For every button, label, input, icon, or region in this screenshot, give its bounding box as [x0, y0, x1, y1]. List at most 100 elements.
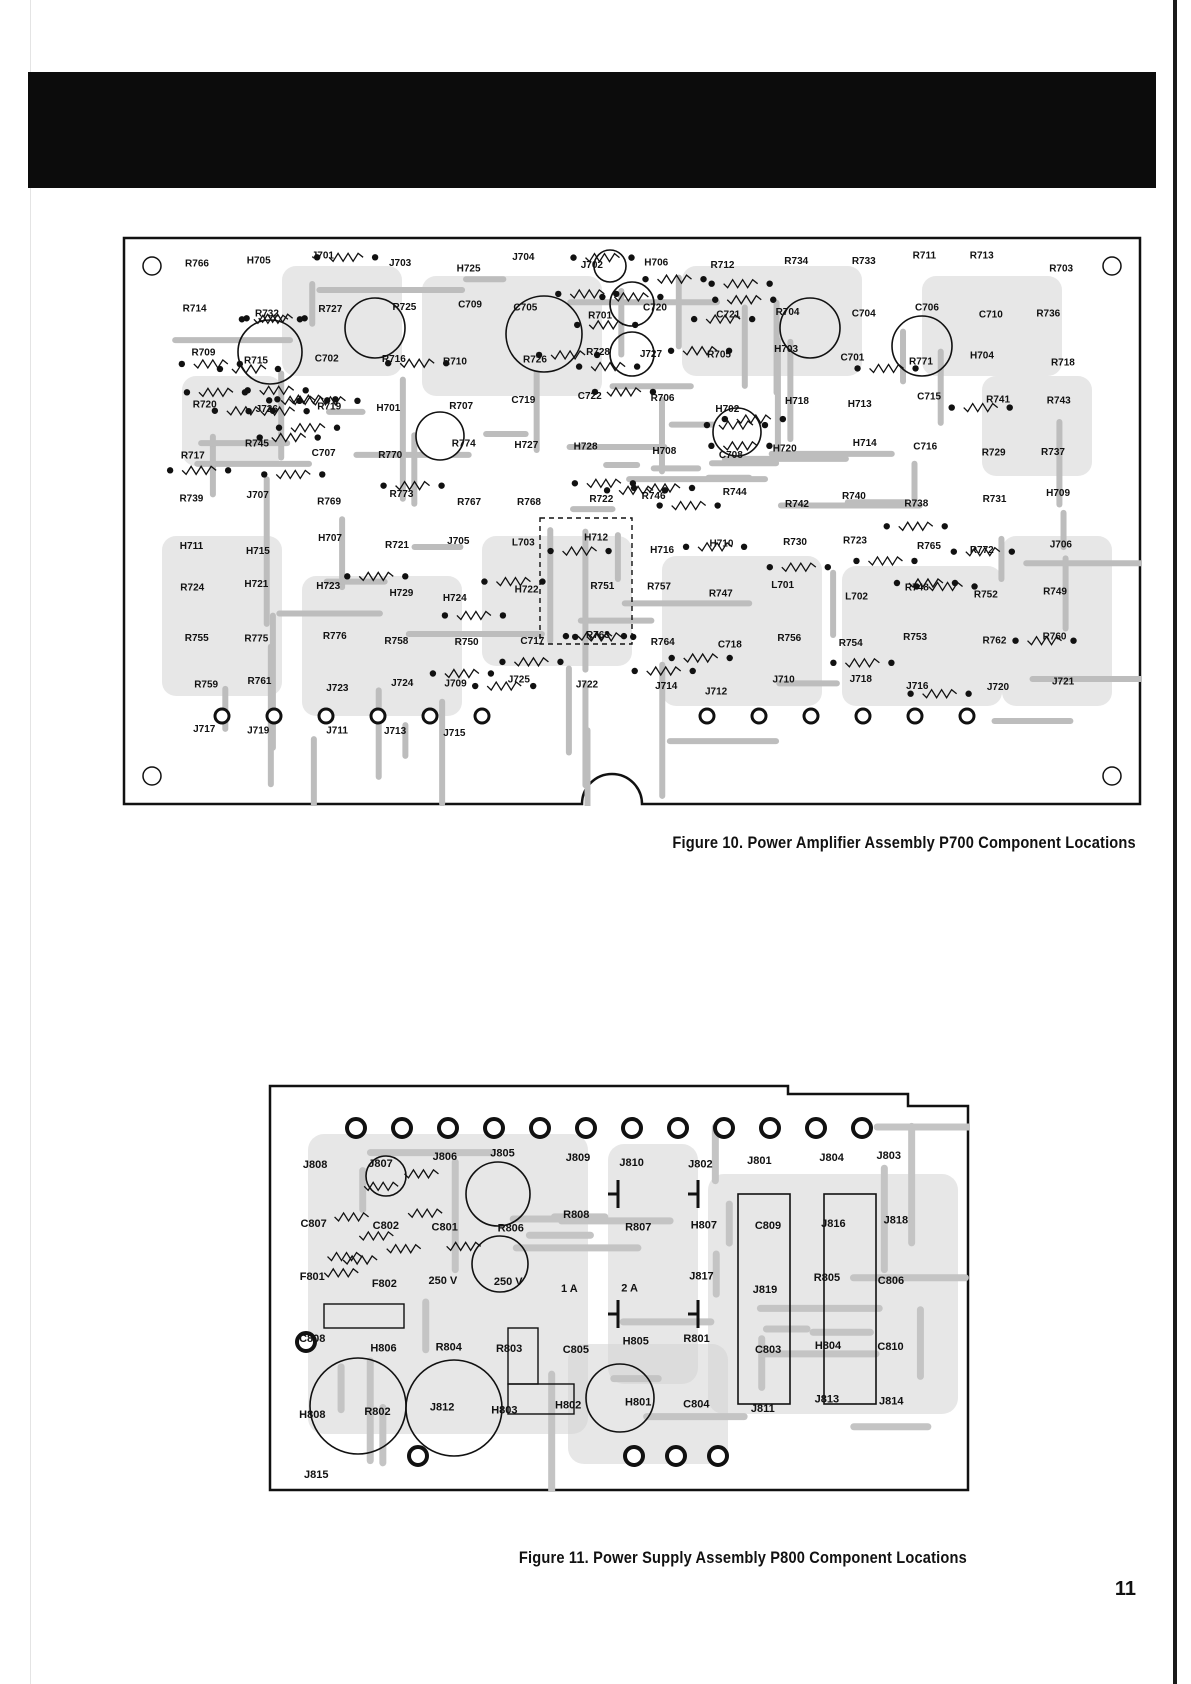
solder-pad — [575, 363, 583, 370]
component-label: F801 — [300, 1271, 325, 1283]
solder-pad — [629, 633, 637, 641]
component-label: R727 — [318, 304, 342, 315]
resistor-symbol — [928, 581, 963, 592]
solder-pad — [830, 659, 837, 667]
resistor-symbol — [657, 273, 692, 285]
resistor-symbol — [588, 319, 624, 331]
component-label: H701 — [376, 403, 400, 414]
solder-pad — [224, 467, 232, 474]
copper-area — [842, 566, 1002, 706]
component-label: H718 — [785, 396, 809, 407]
jack-pad — [621, 1117, 643, 1139]
component-label: C709 — [458, 299, 482, 310]
solder-pad — [688, 484, 696, 492]
resistor-symbol — [275, 469, 311, 480]
resistor-symbol — [1027, 635, 1062, 646]
component-label: J718 — [850, 674, 873, 685]
solder-pad — [766, 280, 773, 287]
jack-pad — [750, 707, 768, 725]
component-outline — [323, 1303, 405, 1329]
solder-pad — [562, 632, 570, 640]
resistor-symbol — [586, 478, 622, 489]
component-label: R805 — [814, 1272, 840, 1284]
component-label: C809 — [755, 1220, 781, 1232]
component-label: R722 — [589, 494, 613, 505]
jack-pad — [317, 707, 335, 725]
component-label: C720 — [643, 303, 667, 314]
component-label: H702 — [715, 404, 739, 415]
component-label: R715 — [244, 356, 268, 367]
solder-pad — [487, 670, 495, 677]
component-label: R760 — [1043, 632, 1067, 643]
component-label: R768 — [517, 497, 541, 508]
component-label: L701 — [771, 580, 794, 591]
solder-pad — [591, 388, 599, 396]
component-label: R707 — [449, 401, 473, 412]
component-label: R709 — [192, 347, 216, 358]
capacitor-body — [779, 297, 841, 359]
jack-pad — [906, 707, 924, 725]
component-label: R756 — [777, 633, 801, 644]
component-label: C710 — [979, 309, 1003, 320]
component-outline — [507, 1327, 539, 1385]
solder-pad — [296, 316, 304, 323]
component-label: J714 — [655, 681, 678, 692]
component-label: R706 — [651, 393, 675, 404]
header-band — [28, 72, 1156, 188]
solder-pad — [274, 396, 281, 403]
component-label: R759 — [194, 679, 218, 690]
solder-pad — [547, 547, 554, 555]
resistor-symbol — [328, 252, 364, 263]
solder-pad — [539, 578, 546, 585]
copper-area — [568, 1344, 728, 1464]
solder-pad — [302, 387, 309, 394]
jack-pad — [369, 707, 387, 725]
page-binding-rule — [1173, 0, 1177, 1684]
component-label: R762 — [983, 636, 1007, 647]
jack-pad — [529, 1117, 551, 1139]
component-label: R730 — [783, 537, 807, 548]
jack-pad — [265, 707, 283, 725]
component-label: H708 — [652, 446, 676, 457]
component-label: R770 — [378, 450, 402, 461]
component-label: J817 — [689, 1270, 713, 1282]
jack-pad — [759, 1117, 781, 1139]
component-label: R752 — [974, 590, 998, 601]
component-label: J707 — [247, 490, 270, 501]
solder-pad — [166, 467, 174, 474]
resistor-symbol — [722, 440, 758, 452]
component-label: R714 — [183, 304, 207, 315]
resistor-symbol — [590, 361, 626, 372]
capacitor-body — [471, 1235, 529, 1293]
component-label: H712 — [584, 532, 608, 543]
component-label: C719 — [511, 395, 535, 406]
solder-pad — [265, 397, 273, 404]
component-label: R744 — [723, 487, 747, 498]
component-label: H801 — [625, 1397, 651, 1409]
solder-pad — [313, 254, 321, 261]
jack-pad — [667, 1117, 689, 1139]
resistor-symbol — [323, 1267, 359, 1279]
resistor-symbol — [404, 1168, 439, 1180]
solder-pad — [770, 296, 777, 303]
component-label: 250 V — [494, 1276, 523, 1288]
component-label: R775 — [244, 634, 268, 645]
component-label: R808 — [563, 1209, 589, 1221]
solder-pad — [726, 654, 733, 662]
component-label: R745 — [245, 439, 269, 450]
component-label: R725 — [392, 302, 416, 313]
resistor-symbol — [869, 363, 904, 374]
solder-pad — [438, 482, 445, 489]
resistor-symbol — [562, 545, 597, 557]
solder-pad — [429, 670, 437, 677]
solder-pad — [911, 557, 918, 565]
resistor-symbol — [963, 402, 999, 413]
component-label: J722 — [576, 679, 599, 690]
component-label: H807 — [691, 1219, 717, 1231]
component-label: L703 — [512, 537, 535, 548]
component-label: H725 — [457, 264, 481, 275]
solder-pad — [714, 502, 721, 509]
solder-pad — [690, 315, 698, 323]
solder-pad — [571, 480, 579, 487]
component-label: R754 — [839, 638, 863, 649]
